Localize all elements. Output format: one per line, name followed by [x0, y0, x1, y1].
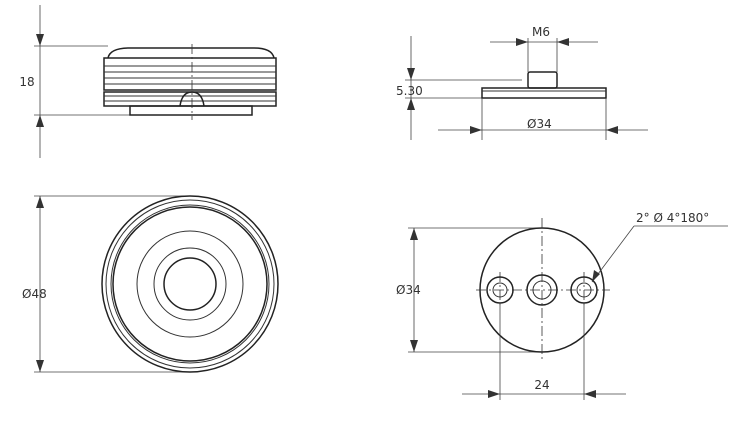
- front-view: Ø48: [22, 195, 279, 373]
- hole-callout: 2° Ø 4°180°: [636, 211, 709, 225]
- dimension-height-5-30: 5.30: [396, 84, 423, 98]
- top-view: 5.30 M6 Ø34: [396, 25, 648, 140]
- dimension-hole-spacing-24: 24: [534, 378, 549, 392]
- bottom-view: Ø34 2° Ø 4°180° 24: [396, 211, 728, 400]
- dimension-thread-m6: M6: [532, 25, 550, 39]
- dimension-diameter-34-top: Ø34: [527, 117, 552, 131]
- dimension-diameter-34-base: Ø34: [396, 283, 421, 297]
- dimension-diameter-48: Ø48: [22, 287, 47, 301]
- side-view: 18: [19, 5, 277, 158]
- dimension-height-18: 18: [19, 75, 34, 89]
